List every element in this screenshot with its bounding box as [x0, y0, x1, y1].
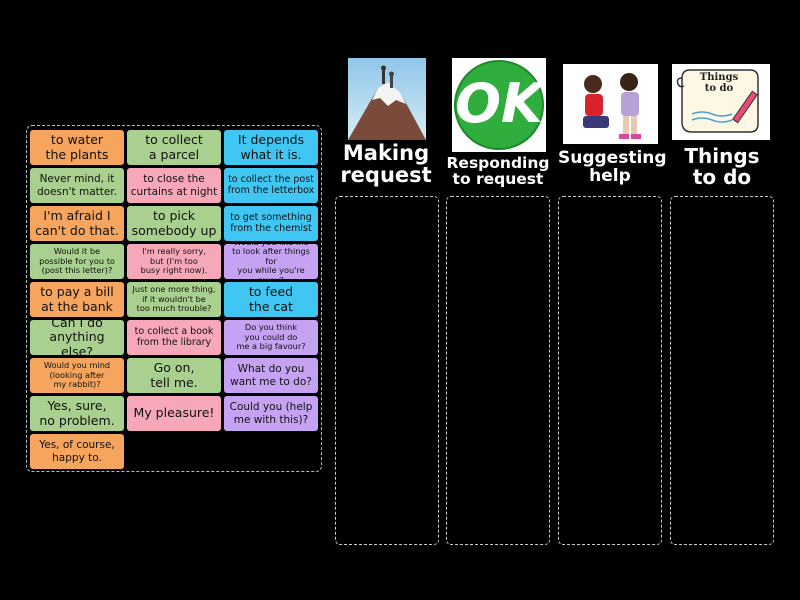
phrase-card-text: to collect the post from the letterbox — [227, 173, 315, 196]
phrase-card[interactable]: Yes, of course, happy to. — [30, 434, 124, 469]
phrase-card-text: to collect a parcel — [145, 132, 203, 162]
phrase-card-text: Just one more thing, if it wouldn't be t… — [132, 284, 216, 314]
dropzone-things-to-do[interactable] — [670, 196, 774, 545]
phrase-card[interactable]: Can I do anything else? — [30, 320, 124, 355]
phrase-card-text: Never mind, it doesn't matter. — [36, 173, 118, 198]
column-title-making-request: Making request — [334, 142, 438, 186]
phrase-card[interactable]: to get something from the chemist — [224, 206, 318, 241]
ok-label: OK — [455, 72, 543, 135]
phrase-card-text: to close the curtains at night — [130, 173, 218, 198]
phrase-card-text: I'm really sorry, but (I'm too busy righ… — [140, 246, 208, 276]
things-to-do-scroll-icon: Things to do — [672, 64, 770, 140]
phrase-card[interactable]: Would it be possible for you to (post th… — [30, 244, 124, 279]
phrase-card[interactable]: I'm afraid I can't do that. — [30, 206, 124, 241]
phrase-card[interactable]: Could you (help me with this)? — [224, 396, 318, 431]
phrase-card[interactable]: to feed the cat — [224, 282, 318, 317]
phrase-card-text: to feed the cat — [248, 284, 294, 314]
phrase-card-text: Do you think you could do me a big favou… — [236, 322, 306, 352]
phrase-card[interactable]: It depends what it is. — [224, 130, 318, 165]
phrase-card[interactable]: Do you think you could do me a big favou… — [224, 320, 318, 355]
column-title-text: Things to do — [684, 144, 760, 189]
mountain-climber-icon — [348, 58, 426, 140]
phrase-card-text: to pick somebody up — [131, 208, 217, 238]
dropzone-suggesting-help[interactable] — [558, 196, 662, 545]
phrase-card-text: to pay a bill at the bank — [40, 284, 114, 314]
phrase-card-text: Go on, tell me. — [150, 360, 198, 390]
phrase-card[interactable]: Would you mind (looking after my rabbit)… — [30, 358, 124, 393]
phrase-card-text: What do you want me to do? — [230, 363, 312, 388]
column-title-responding: Responding to request — [446, 155, 550, 188]
phrase-card[interactable]: What do you want me to do? — [224, 358, 318, 393]
phrase-card-text: Would you mind (looking after my rabbit)… — [43, 360, 111, 390]
phrase-card[interactable]: to collect the post from the letterbox — [224, 168, 318, 203]
phrase-card-text: to water the plants — [45, 132, 109, 162]
phrase-card[interactable]: to pay a bill at the bank — [30, 282, 124, 317]
phrase-card[interactable]: Go on, tell me. — [127, 358, 221, 393]
column-title-text: Responding to request — [446, 154, 550, 189]
card-bank — [26, 125, 322, 472]
phrase-card-text: Would you like me to look after things f… — [232, 244, 310, 279]
column-title-text: Making request — [340, 141, 432, 188]
dropzone-making-request[interactable] — [335, 196, 439, 545]
phrase-card-text: My pleasure! — [133, 405, 215, 421]
phrase-card-text: Can I do anything else? — [49, 320, 105, 355]
phrase-card[interactable]: to pick somebody up — [127, 206, 221, 241]
phrase-card[interactable]: to close the curtains at night — [127, 168, 221, 203]
phrase-card[interactable]: to collect a parcel — [127, 130, 221, 165]
phrase-card-text: Could you (help me with this)? — [229, 401, 313, 426]
phrase-card[interactable]: to water the plants — [30, 130, 124, 165]
phrase-card[interactable]: My pleasure! — [127, 396, 221, 431]
phrase-card-text: I'm afraid I can't do that. — [35, 208, 119, 238]
dropzone-responding[interactable] — [446, 196, 550, 545]
phrase-card[interactable]: to collect a book from the library — [127, 320, 221, 355]
phrase-card[interactable]: Just one more thing, if it wouldn't be t… — [127, 282, 221, 317]
phrase-card-text: Would it be possible for you to (post th… — [39, 246, 115, 276]
column-title-suggesting-help: Suggesting help — [558, 149, 667, 186]
column-title-things-to-do: Things to do — [670, 146, 774, 188]
column-title-text: Suggesting help — [558, 148, 667, 186]
phrase-card[interactable]: Yes, sure, no problem. — [30, 396, 124, 431]
phrase-card[interactable]: I'm really sorry, but (I'm too busy righ… — [127, 244, 221, 279]
phrase-card-text: to get something from the chemist — [230, 211, 312, 234]
phrase-card[interactable]: Never mind, it doesn't matter. — [30, 168, 124, 203]
children-helping-icon — [563, 64, 658, 144]
scroll-text: Things to do — [699, 72, 739, 94]
phrase-card-text: Yes, sure, no problem. — [39, 398, 115, 428]
phrase-card-text: It depends what it is. — [237, 132, 305, 162]
phrase-card[interactable]: Would you like me to look after things f… — [224, 244, 318, 279]
phrase-card-text: to collect a book from the library — [134, 325, 214, 348]
ok-badge-icon: OK — [452, 58, 546, 152]
phrase-card-text: Yes, of course, happy to. — [39, 439, 115, 464]
